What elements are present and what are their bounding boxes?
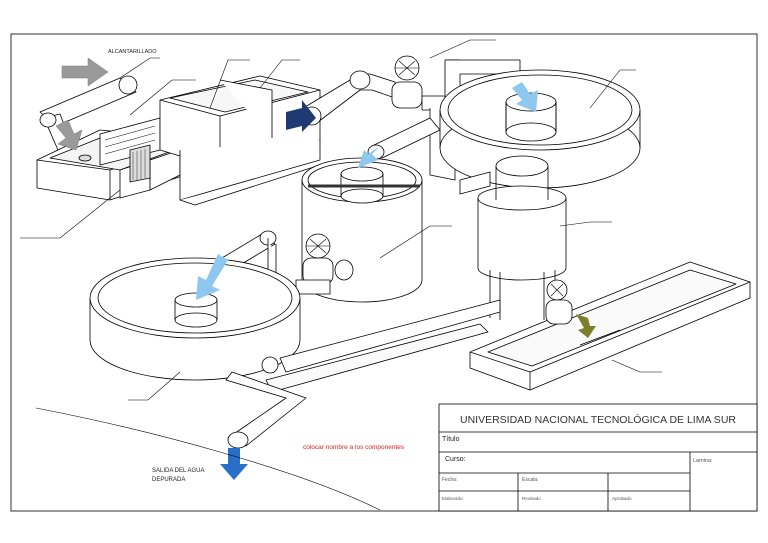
leader-lines: [20, 39, 662, 511]
pipe-to-aeration: [367, 117, 441, 160]
field-lamina: Lamina:: [693, 458, 713, 464]
secondary-clarifier-right: [439, 69, 641, 189]
light-blue-arrow-icon: [512, 82, 538, 112]
light-blue-arrow-icon: [196, 254, 228, 300]
field-curso: Curso:: [445, 456, 466, 463]
university-name: UNIVERSIDAD NACIONAL TECNOLÓGICA DE LIMA…: [460, 413, 736, 426]
return-pipes: [261, 299, 501, 393]
instruction-note: colocar nombre a los componentes: [303, 444, 405, 451]
bar-screen: [99, 117, 161, 183]
field-titulo: Título: [442, 436, 460, 443]
secondary-clarifier-left: [89, 257, 301, 381]
label-salida-line2: DEPURADA: [152, 477, 185, 483]
primary-sedimentation-tanks: [159, 75, 321, 206]
sheet-border: [10, 33, 758, 512]
field-elaborado: Elaborado:: [442, 496, 464, 501]
inlet-pipe: [39, 75, 138, 151]
label-alcantarillado: ALCANTARILLADO: [108, 49, 157, 55]
inflow-arrow-icon: [61, 57, 109, 87]
sludge-digester: [459, 155, 567, 320]
right-valve: [545, 279, 573, 325]
flow-down-arrow-icon: [55, 119, 83, 151]
title-block: [438, 403, 758, 512]
light-blue-arrow-icon: [358, 146, 380, 168]
sludge-drying-bed: [469, 261, 751, 391]
outlet-arrow-icon: [220, 448, 248, 480]
field-revisado: Revisado: [522, 496, 541, 501]
dark-blue-arrow-icon: [286, 100, 316, 132]
field-escala: Escala:: [522, 477, 538, 483]
olive-arrow-icon: [576, 314, 596, 338]
middle-valve: [302, 233, 354, 285]
label-salida-line1: SALIDA DEL AGUA: [152, 468, 204, 474]
field-fecha: Fecha:: [442, 477, 457, 483]
field-aprobado: Aprobado: [612, 496, 632, 501]
